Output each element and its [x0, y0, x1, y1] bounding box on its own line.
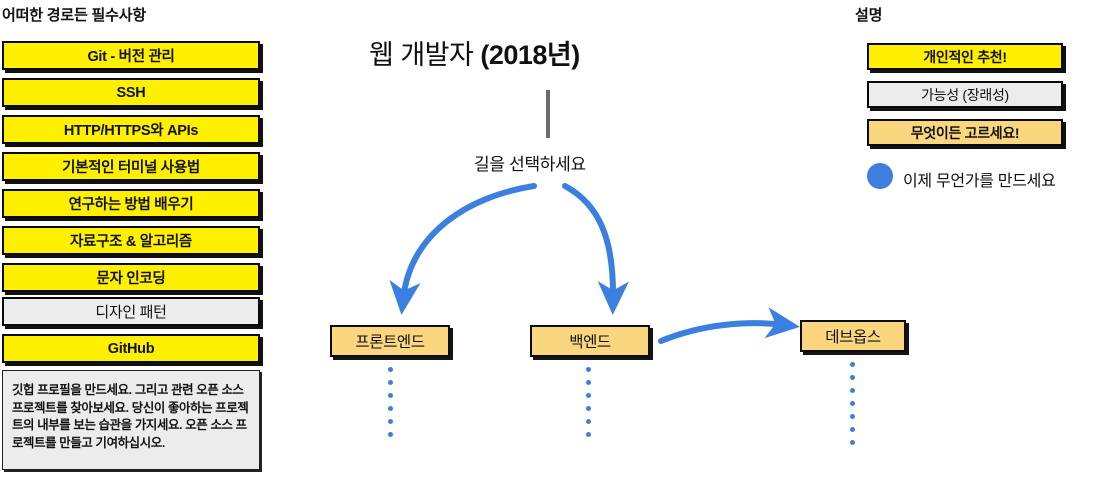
arrow-to-backend [562, 183, 629, 315]
node-frontend[interactable]: 프론트엔드 [330, 325, 450, 357]
skill-box-http-apis[interactable]: HTTP/HTTPS와 APIs [2, 115, 260, 144]
node-devops[interactable]: 데브옵스 [800, 320, 906, 352]
required-column-header: 어떠한 경로든 필수사항 [2, 7, 146, 24]
skill-label: 문자 인코딩 [96, 271, 166, 287]
blue-circle-icon [867, 163, 893, 189]
node-label: 백엔드 [569, 334, 611, 351]
page-title: 웹 개발자 (2018년) [369, 33, 580, 72]
legend-item-optional: 무엇이든 고르세요! [867, 119, 1063, 146]
legend-item-alternative: 가능성 (장래성) [867, 81, 1063, 108]
skill-box-research[interactable]: 연구하는 방법 배우기 [2, 189, 260, 218]
skill-label: 연구하는 방법 배우기 [68, 197, 194, 213]
skill-box-terminal[interactable]: 기본적인 터미널 사용법 [2, 152, 260, 181]
page-title-year: (2018년) [480, 40, 580, 70]
legend-item-recommended: 개인적인 추천! [867, 43, 1063, 70]
skill-label: 기본적인 터미널 사용법 [62, 160, 200, 176]
skill-box-encoding[interactable]: 문자 인코딩 [2, 263, 260, 292]
node-label: 데브옵스 [825, 329, 881, 346]
node-backend[interactable]: 백엔드 [530, 325, 650, 357]
skill-box-git[interactable]: Git - 버전 관리 [2, 41, 260, 70]
legend-header: 설명 [855, 7, 883, 24]
title-stem-connector [546, 90, 550, 138]
node-label: 프론트엔드 [355, 334, 425, 351]
skill-label: Git - 버전 관리 [87, 49, 175, 65]
skill-box-ssh[interactable]: SSH [2, 78, 260, 107]
legend-label: 무엇이든 고르세요! [910, 124, 1020, 141]
arrow-backend-to-devops [658, 307, 800, 344]
skill-box-ds-algo[interactable]: 자료구조 & 알고리즘 [2, 226, 260, 255]
skill-label: 디자인 패턴 [95, 304, 167, 321]
skill-label: GitHub [107, 340, 155, 357]
arrow-to-frontend [389, 183, 537, 315]
legend-marker-label: 이제 무언가를 만드세요 [903, 173, 1056, 190]
choose-path-label: 길을 선택하세요 [474, 155, 586, 174]
skill-label: HTTP/HTTPS와 APIs [63, 123, 199, 139]
skill-label: SSH [116, 84, 146, 101]
skill-box-github[interactable]: GitHub [2, 334, 260, 363]
page-title-plain: 웹 개발자 [369, 40, 481, 70]
github-note-block: 깃헙 프로필을 만드세요. 그리고 관련 오픈 소스 프로젝트를 찾아보세요. … [2, 370, 260, 470]
legend-label: 가능성 (장래성) [921, 86, 1009, 103]
skill-box-design-patterns[interactable]: 디자인 패턴 [2, 297, 260, 326]
legend-label: 개인적인 추천! [923, 48, 1007, 65]
skill-label: 자료구조 & 알고리즘 [70, 234, 192, 250]
